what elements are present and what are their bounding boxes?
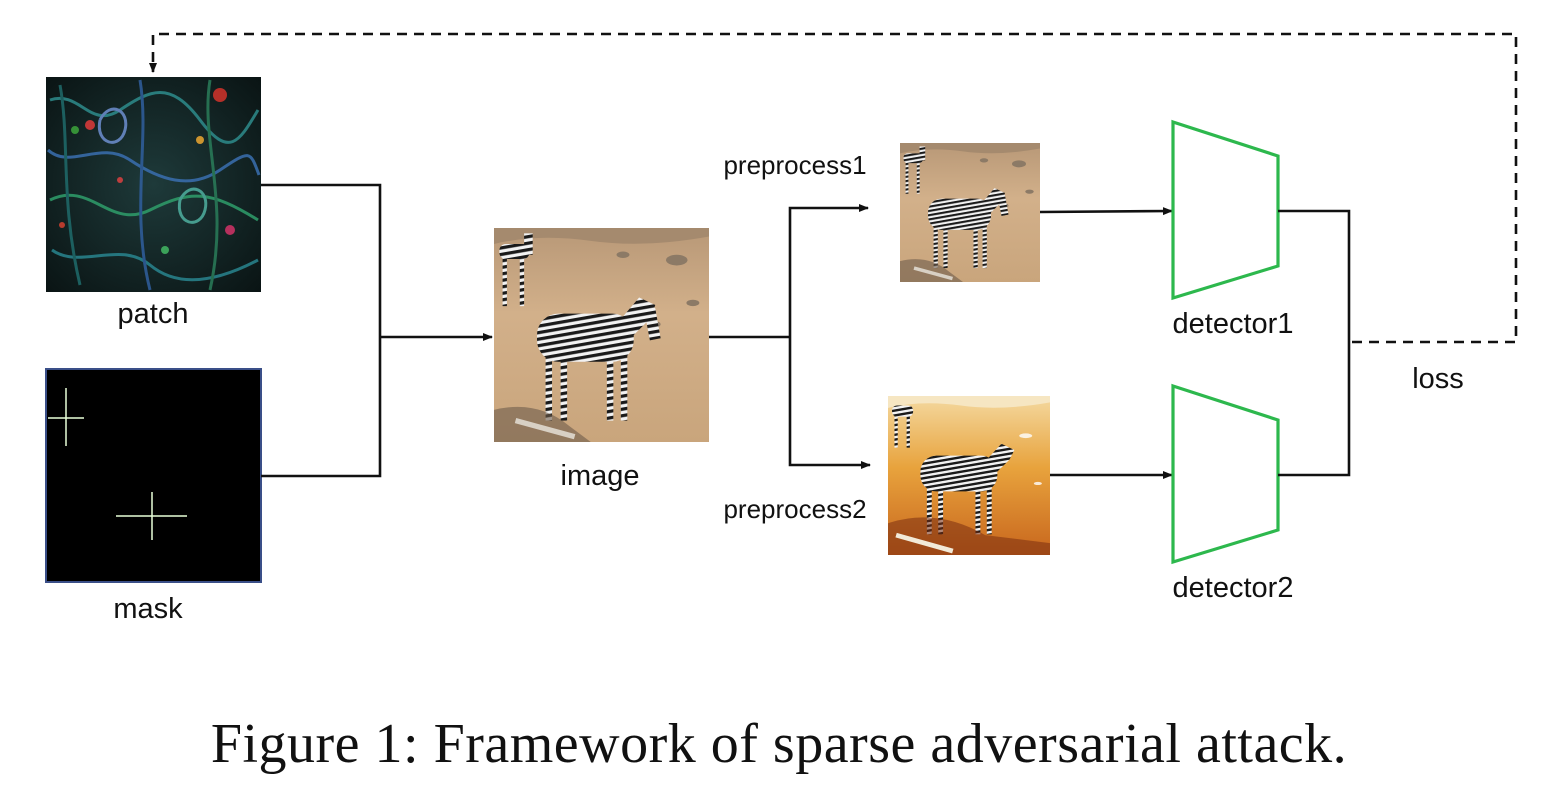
preprocess2-label: preprocess2 — [723, 494, 866, 524]
detector2-label: detector2 — [1173, 572, 1294, 604]
patch-image — [46, 77, 261, 292]
image-photo — [494, 228, 709, 442]
loss-connector — [1278, 209, 1351, 477]
mask-image — [45, 368, 262, 583]
patch-label: patch — [118, 298, 189, 330]
preprocess1-label: preprocess1 — [723, 150, 866, 180]
preprocess1-photo — [900, 143, 1040, 282]
detector1-label: detector1 — [1173, 308, 1294, 340]
feedback-edge — [149, 32, 1518, 344]
edge-pre1-det1 — [1039, 207, 1173, 216]
detector1-shape — [1171, 119, 1280, 301]
preprocess2-photo — [888, 396, 1050, 555]
mask-label: mask — [113, 593, 183, 625]
fork-connector — [709, 204, 871, 469]
image-label: image — [561, 460, 640, 492]
merge-connector — [261, 183, 493, 478]
figure-caption: Figure 1: Framework of sparse adversaria… — [210, 713, 1348, 775]
detector2-shape — [1171, 383, 1280, 565]
loss-label: loss — [1412, 363, 1464, 395]
